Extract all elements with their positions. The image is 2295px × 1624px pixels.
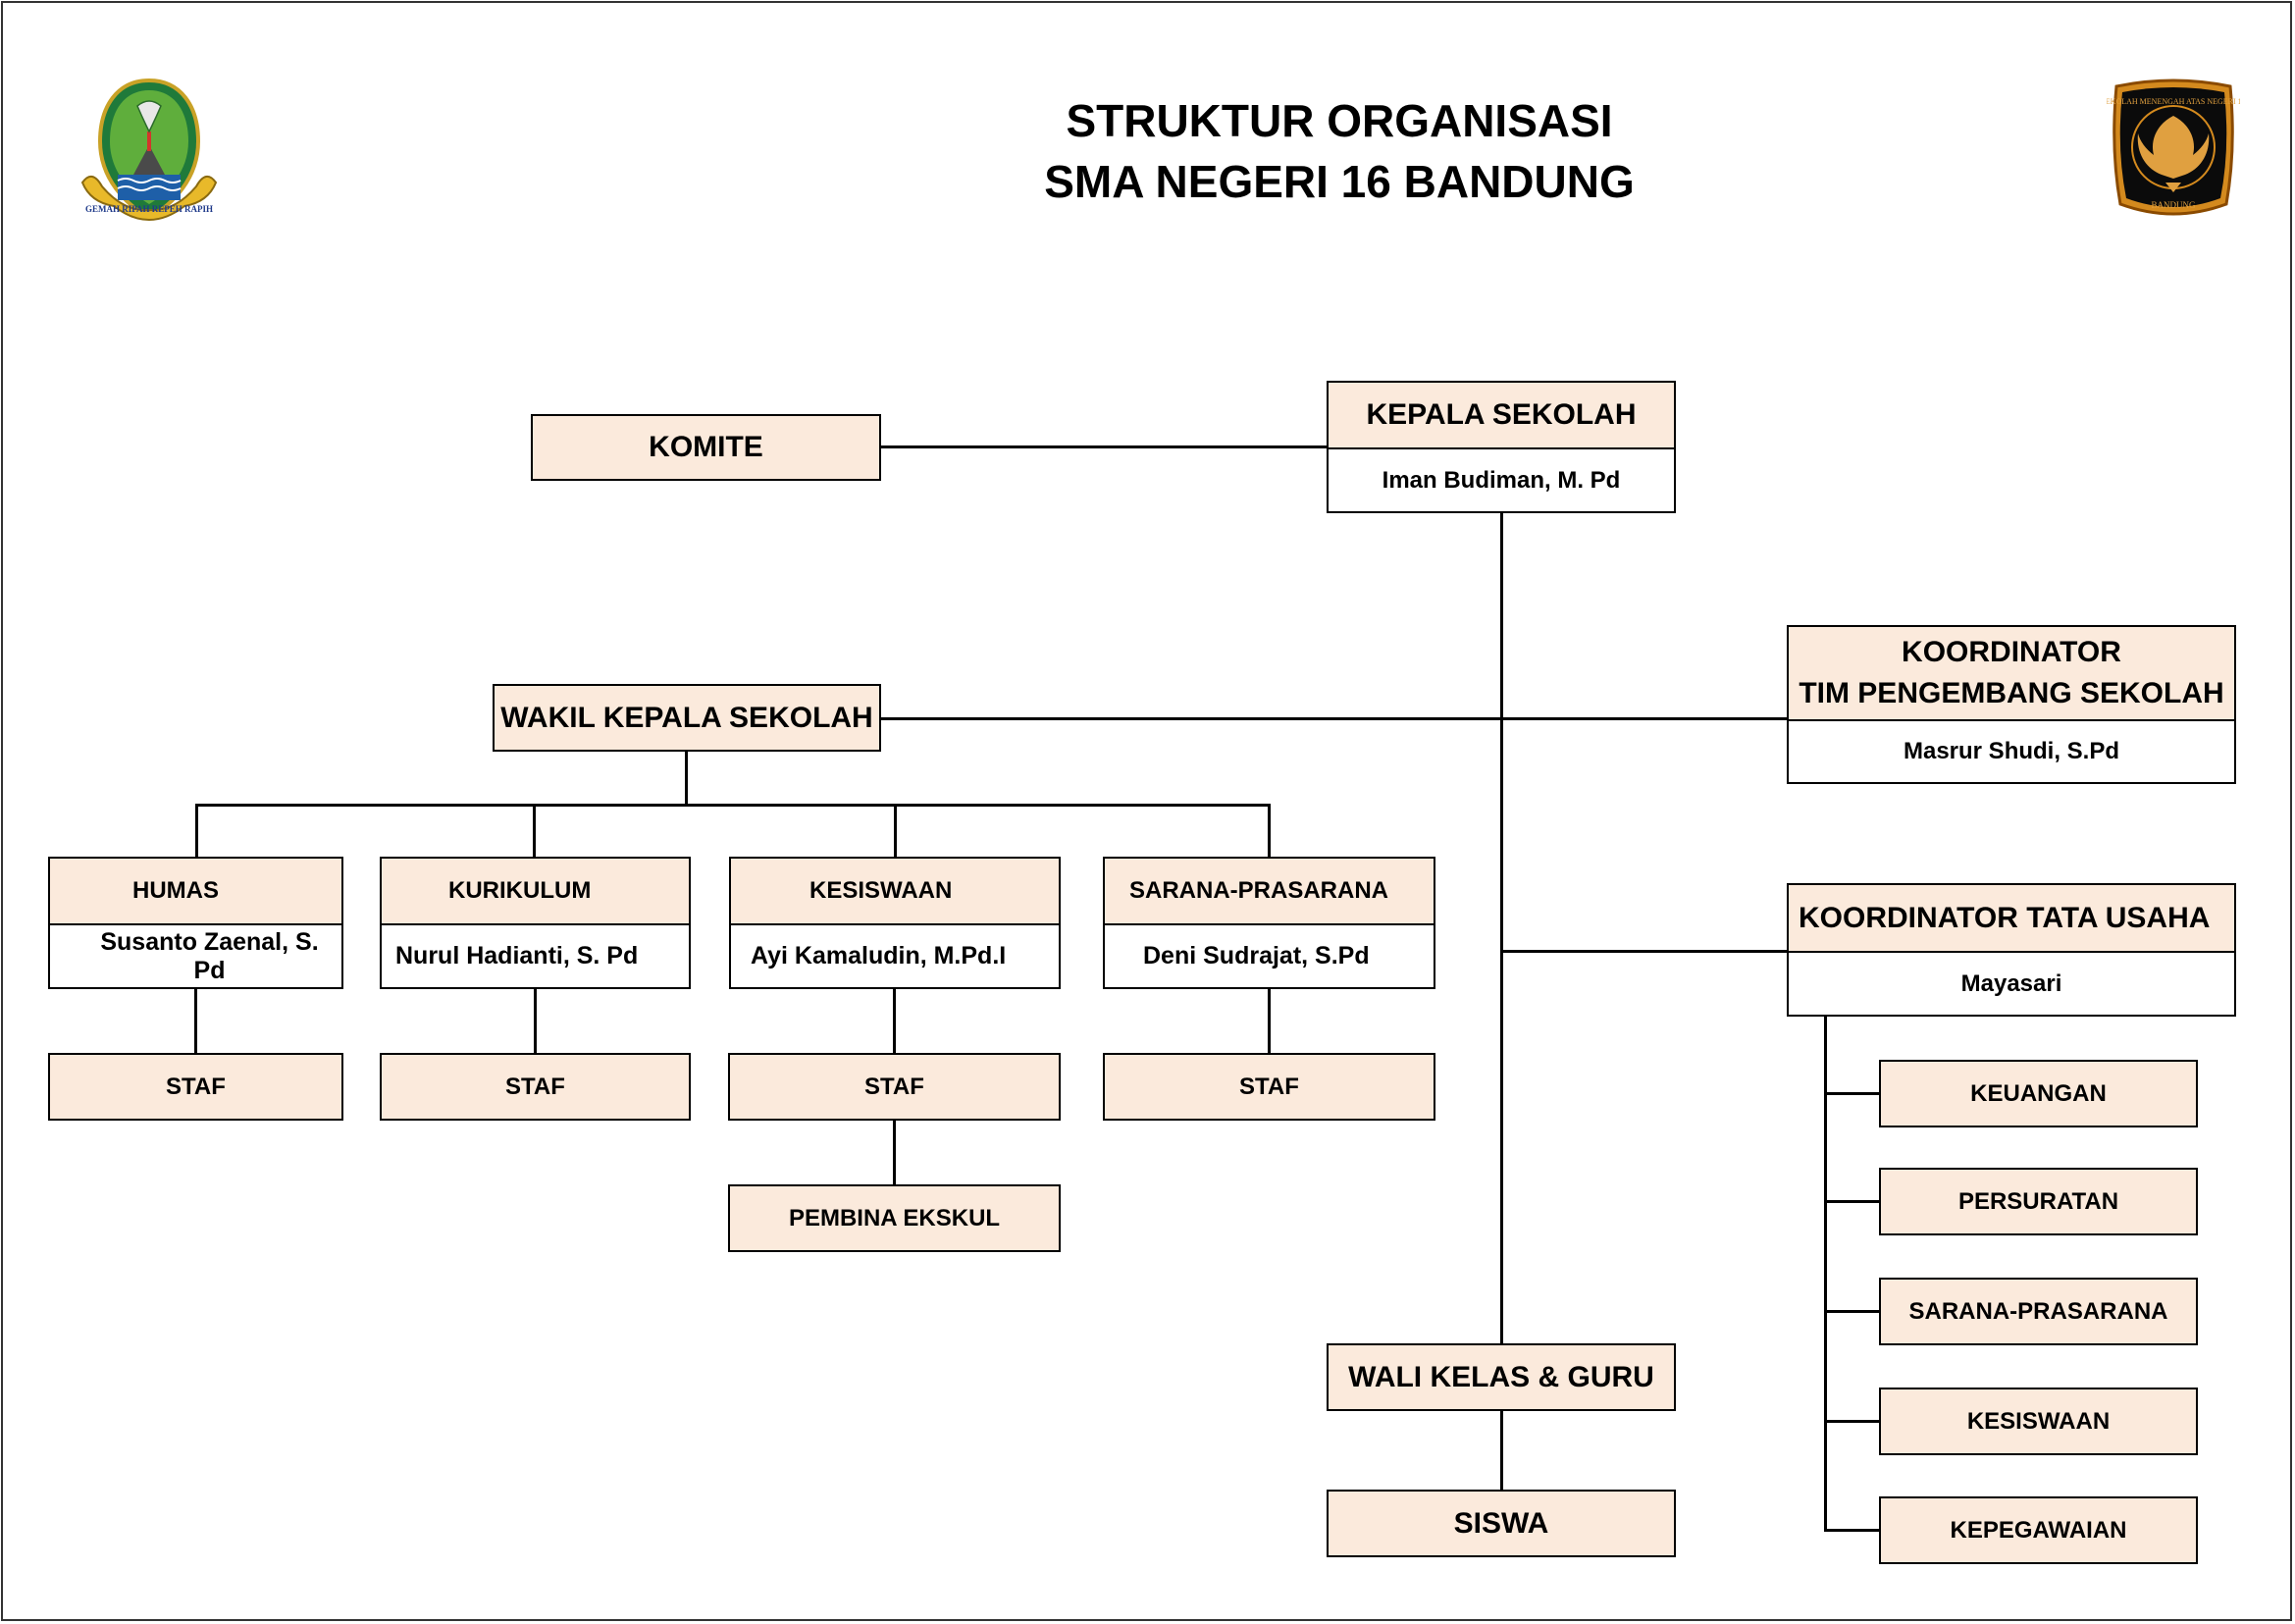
tu-unit-box-keuangan: KEUANGAN [1879, 1060, 2198, 1127]
koordinator-tps-label: KOORDINATOR TIM PENGEMBANG SEKOLAH [1789, 627, 2234, 719]
west-java-emblem-icon: GEMAH RIPAH REPEH RAPIH [78, 77, 221, 231]
wakil-kepala-sekolah-label: WAKIL KEPALA SEKOLAH [495, 686, 879, 750]
division-label-kurikulum: KURIKULUM [382, 859, 689, 923]
division-box-humas: HUMAS Susanto Zaenal, S. Pd [48, 857, 343, 989]
koordinator-tps-label-line-2: TIM PENGEMBANG SEKOLAH [1799, 677, 2224, 709]
staf-box-kurikulum: STAF [380, 1053, 691, 1121]
siswa-label: SISWA [1329, 1492, 1674, 1555]
division-box-sarana-prasarana: SARANA-PRASARANA Deni Sudrajat, S.Pd [1103, 857, 1435, 989]
chart-title-line-1: STRUKTUR ORGANISASI [1066, 95, 1613, 146]
tu-unit-label-kesiswaan: KESISWAAN [1881, 1389, 2196, 1453]
koordinator-tata-usaha-box: KOORDINATOR TATA USAHA Mayasari [1787, 883, 2236, 1017]
komite-label: KOMITE [533, 416, 879, 479]
kepala-sekolah-box: KEPALA SEKOLAH Iman Budiman, M. Pd [1327, 381, 1676, 513]
division-label-sarana-prasarana: SARANA-PRASARANA [1105, 859, 1434, 923]
connector-humas-staf [194, 988, 197, 1055]
kepala-sekolah-label: KEPALA SEKOLAH [1329, 383, 1674, 447]
division-name-humas: Susanto Zaenal, S. Pd [50, 923, 341, 987]
connector-staf-pembina [893, 1120, 896, 1186]
staf-box-humas: STAF [48, 1053, 343, 1121]
wali-kelas-guru-label: WALI KELAS & GURU [1329, 1345, 1674, 1409]
division-box-kurikulum: KURIKULUM Nurul Hadianti, S. Pd [380, 857, 691, 989]
connector-tu-keuangan [1824, 1092, 1881, 1095]
koordinator-tps-name: Masrur Shudi, S.Pd [1789, 719, 2234, 782]
siswa-box: SISWA [1327, 1490, 1676, 1557]
connector-main-trunk [1500, 511, 1503, 1345]
connector-kesiswaan-staf [893, 988, 896, 1055]
connector-kurikulum [533, 804, 536, 859]
connector-divisions-bar [195, 804, 1271, 807]
division-name-kurikulum: Nurul Hadianti, S. Pd [382, 923, 689, 987]
tu-unit-label-keuangan: KEUANGAN [1881, 1062, 2196, 1126]
staf-label-humas: STAF [50, 1055, 341, 1119]
connector-wakil-koordinator [880, 717, 1788, 720]
tu-unit-box-sarana-prasarana: SARANA-PRASARANA [1879, 1278, 2198, 1345]
svg-text:GEMAH RIPAH REPEH RAPIH: GEMAH RIPAH REPEH RAPIH [85, 204, 213, 214]
connector-humas [195, 804, 198, 859]
tu-unit-label-sarana-prasarana: SARANA-PRASARANA [1881, 1280, 2196, 1343]
koordinator-tps-box: KOORDINATOR TIM PENGEMBANG SEKOLAH Masru… [1787, 625, 2236, 784]
connector-tu-kepegawaian [1824, 1529, 1881, 1532]
connector-sarpras-staf [1268, 988, 1271, 1055]
svg-text:BANDUNG: BANDUNG [2152, 200, 2197, 210]
connector-tu-spine [1824, 1016, 1827, 1532]
division-name-kesiswaan: Ayi Kamaludin, M.Pd.I [731, 923, 1059, 987]
connector-trunk-tata-usaha [1502, 950, 1788, 953]
pembina-ekskul-box: PEMBINA EKSKUL [728, 1184, 1061, 1252]
connector-kesiswaan [894, 804, 897, 859]
tu-unit-box-kepegawaian: KEPEGAWAIAN [1879, 1496, 2198, 1564]
pembina-ekskul-label: PEMBINA EKSKUL [730, 1186, 1059, 1250]
connector-wakil-down [685, 751, 688, 806]
division-name-sarana-prasarana: Deni Sudrajat, S.Pd [1105, 923, 1434, 987]
division-label-kesiswaan: KESISWAAN [731, 859, 1059, 923]
school-emblem-icon: SEKOLAH MENENGAH ATAS NEGERI 16 BANDUNG [2101, 77, 2246, 227]
svg-text:SEKOLAH MENENGAH ATAS NEGERI 1: SEKOLAH MENENGAH ATAS NEGERI 16 [2107, 97, 2240, 106]
chart-title-line-2: SMA NEGERI 16 BANDUNG [1044, 156, 1635, 207]
connector-kurikulum-staf [534, 988, 537, 1055]
staf-label-kurikulum: STAF [382, 1055, 689, 1119]
connector-tu-persuratan [1824, 1200, 1881, 1203]
wali-kelas-guru-box: WALI KELAS & GURU [1327, 1343, 1676, 1411]
connector-tu-kesiswaan [1824, 1420, 1881, 1423]
connector-sarpras [1268, 804, 1271, 859]
koordinator-tata-usaha-name: Mayasari [1789, 951, 2234, 1015]
komite-box: KOMITE [531, 414, 881, 481]
tu-unit-label-kepegawaian: KEPEGAWAIAN [1881, 1498, 2196, 1562]
koordinator-tata-usaha-label: KOORDINATOR TATA USAHA [1789, 885, 2234, 951]
wakil-kepala-sekolah-box: WAKIL KEPALA SEKOLAH [493, 684, 881, 752]
staf-box-sarana-prasarana: STAF [1103, 1053, 1435, 1121]
connector-wali-siswa [1500, 1409, 1503, 1492]
tu-unit-box-kesiswaan: KESISWAAN [1879, 1388, 2198, 1455]
koordinator-tps-label-line-1: KOORDINATOR [1902, 636, 2121, 668]
connector-komite-kepala [880, 445, 1328, 448]
staf-label-sarana-prasarana: STAF [1105, 1055, 1434, 1119]
kepala-sekolah-name: Iman Budiman, M. Pd [1329, 447, 1674, 511]
division-label-humas: HUMAS [50, 859, 341, 923]
division-box-kesiswaan: KESISWAAN Ayi Kamaludin, M.Pd.I [729, 857, 1061, 989]
tu-unit-label-persuratan: PERSURATAN [1881, 1170, 2196, 1233]
staf-box-kesiswaan: STAF [728, 1053, 1061, 1121]
staf-label-kesiswaan: STAF [730, 1055, 1059, 1119]
connector-tu-sarpras [1824, 1310, 1881, 1313]
tu-unit-box-persuratan: PERSURATAN [1879, 1168, 2198, 1235]
